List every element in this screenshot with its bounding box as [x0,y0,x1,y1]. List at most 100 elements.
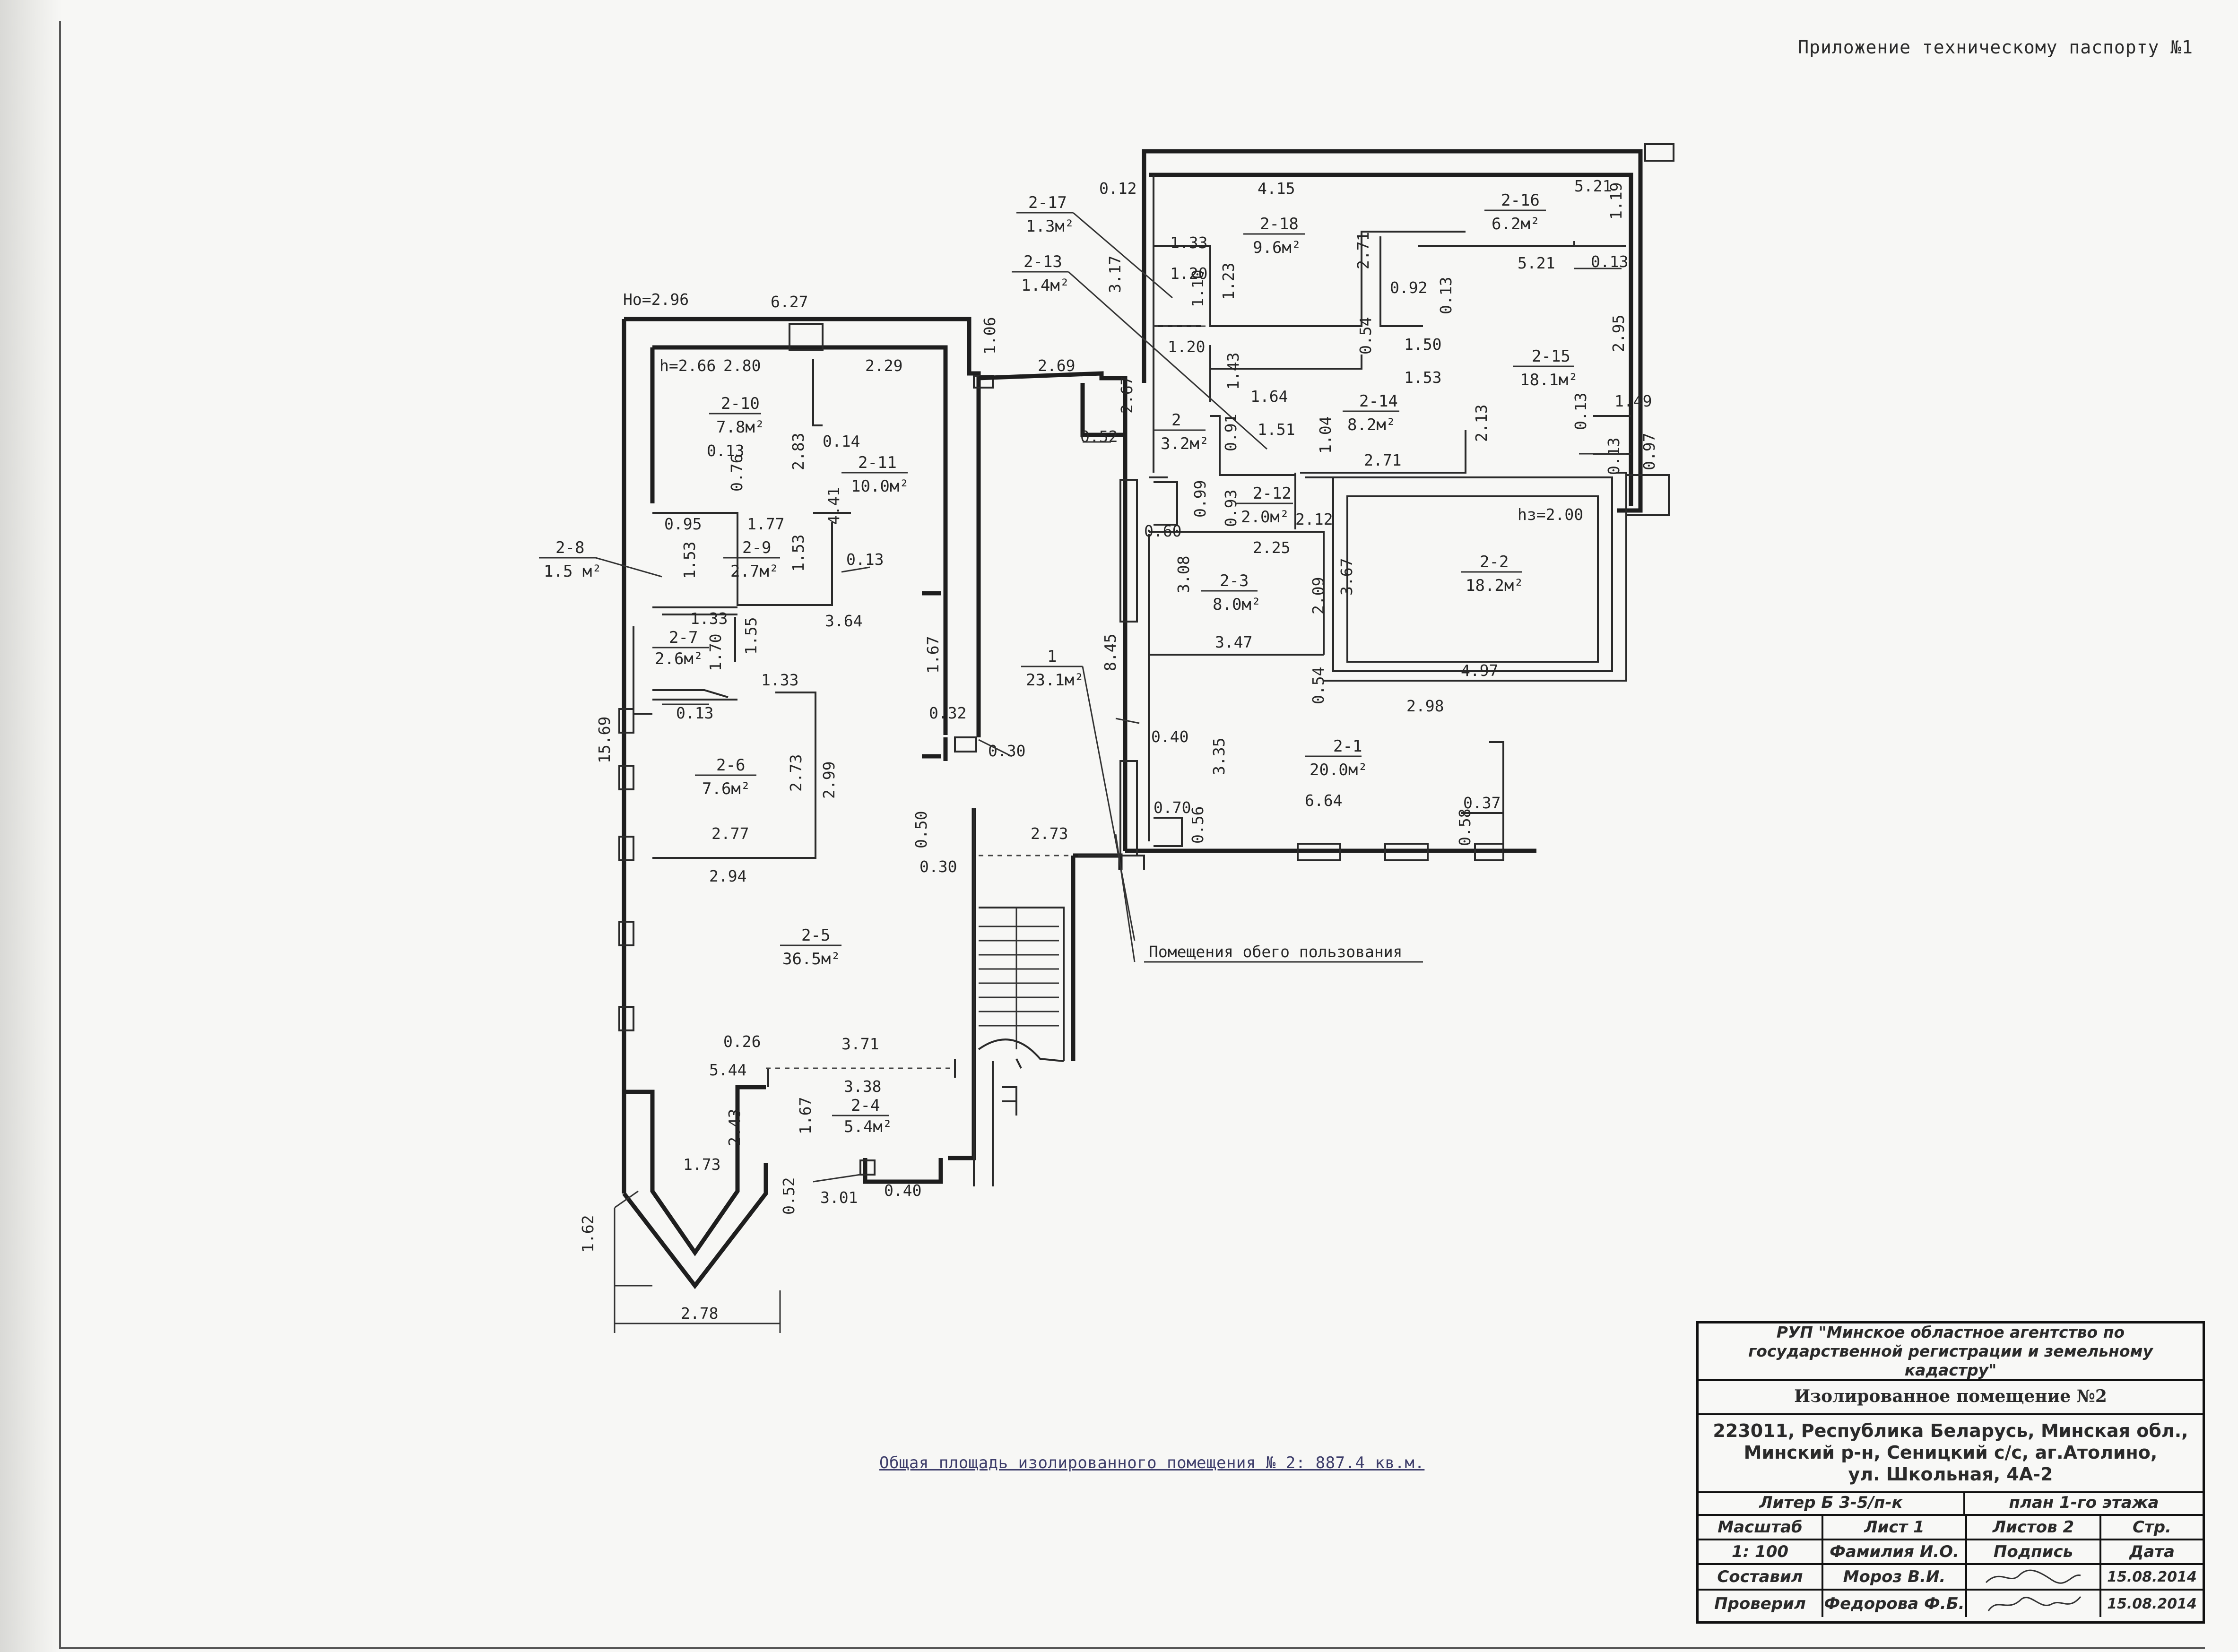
drawing-frame [59,21,2205,1649]
dim: 3.17 [1106,256,1124,293]
dim: 2.29 [865,356,902,375]
dim: 1.33 [761,671,798,689]
height-outer: Ho=2.96 [623,290,689,309]
dim: 0.60 [1144,522,1181,540]
common-use-label: Помещения обего пользования [1149,943,1402,961]
dim: 2.09 [1309,577,1327,614]
tb-address-line1: 223011, Республика Беларусь, Минская обл… [1713,1420,2188,1441]
room-area-1: 23.1м² [1026,671,1084,690]
dim: 2.77 [711,824,749,843]
room-id-2-17: 2-17 [1028,193,1067,212]
tb-page-label: Стр. [2133,1518,2171,1537]
dim: 0.14 [823,432,860,450]
room-id-2-5: 2-5 [801,926,830,945]
tb-row-checked: Проверил Федорова Ф.Б. 15.08.2014 [1699,1591,2203,1617]
dim: 4.15 [1258,179,1295,198]
tb-sheets-label: Листов 2 [1967,1516,2101,1539]
dim: 5.21 [1518,254,1555,272]
tb-compiled-label: Составил [1699,1565,1823,1589]
dim: 1.67 [796,1097,815,1134]
dim: 2.67 [1118,376,1136,414]
dim: 0.13 [676,704,713,722]
room-id-2-12: 2-12 [1253,484,1292,503]
dim: 1.33 [1170,234,1207,252]
total-area-note: Общая площадь изолированного помещения №… [879,1453,1425,1472]
dim: 0.13 [707,441,744,460]
staircase [766,808,1123,1186]
dim: 2.78 [681,1304,718,1323]
dim: 0.76 [728,454,746,492]
room-area-2-12: 2.0м² [1241,508,1289,527]
dim: 3.47 [1215,633,1252,651]
dim: 1.73 [683,1155,720,1174]
dimension-labels: 6.27 2.80 2.29 1.06 2.69 0.52 0.12 4.15 … [579,177,1658,1323]
tb-address-line3: ул. Школьная, 4А-2 [1848,1463,2053,1485]
dim: 0.97 [1640,433,1658,470]
dim: 0.30 [988,742,1025,760]
dim: 1.64 [1250,387,1288,406]
dim: 2.25 [1253,538,1290,557]
room-labels: 2-1 20.0м² 2-2 18.2м² 2-3 8.0м² 2-4 5.4м… [539,191,1578,1136]
dim: 2.71 [1354,232,1372,269]
signature-icon [1985,1569,2081,1584]
room-area-2-10: 7.8м² [716,418,764,437]
room-area-2-3: 8.0м² [1213,595,1261,614]
room-id-2-11: 2-11 [858,453,897,472]
tb-name-label: Фамилия И.О. [1823,1540,1967,1563]
dim: 0.12 [1099,179,1136,198]
tb-checked-signature [1967,1591,2101,1617]
dim: 0.54 [1356,317,1375,355]
dim: 1.23 [1219,263,1238,300]
dim: 3.35 [1210,738,1228,775]
room-id-2-10: 2-10 [721,394,760,413]
dim: 5.21 [1574,177,1612,195]
tb-checked-date: 15.08.2014 [2107,1595,2197,1612]
dim: 2.13 [1472,405,1491,442]
dim: 0.58 [1456,809,1474,846]
tb-row-compiled: Составил Мороз В.И. 15.08.2014 [1699,1565,2203,1591]
dim: 1.67 [924,636,942,674]
room-area-2-15: 18.1м² [1520,371,1578,389]
room-id-2-13: 2-13 [1024,252,1062,271]
dim: 1.19 [1607,182,1625,220]
dim: 0.13 [1605,438,1623,475]
dim: 1.77 [747,515,784,533]
dim: 0.32 [929,704,966,722]
room-area-2-11: 10.0м² [851,477,909,496]
dim: 0.52 [1080,427,1118,446]
dim: 2.73 [787,754,805,792]
dim: 0.37 [1463,794,1501,812]
tb-compiled-date: 15.08.2014 [2107,1568,2197,1585]
tb-organization: РУП "Минское областное агентство по госу… [1699,1323,2203,1381]
dim: 0.91 [1222,414,1240,451]
tb-floor: план 1-го этажа [2009,1493,2159,1512]
dim: 2.98 [1406,697,1444,715]
dim: 3.71 [841,1035,879,1053]
height-labels: Ho=2.96 h=2.66 hз=2.00 [623,290,1583,524]
dim: 0.92 [1390,278,1427,297]
tb-checked-label: Проверил [1699,1591,1823,1617]
room-id-2-18: 2-18 [1260,215,1299,234]
header-note: Приложение техническому паспорту №1 [1798,37,2193,58]
dim: 2.12 [1295,510,1333,528]
room-area-2-9: 2.7м² [730,562,779,581]
dim: 4.41 [824,487,843,525]
dim: 6.27 [771,293,808,311]
dim: 2.99 [820,761,838,799]
tb-liter: Литер Б 3-5/п-к [1699,1491,1965,1514]
room-area-2-5: 36.5м² [782,950,841,969]
tb-date-label: Дата [2129,1542,2175,1561]
tb-scale-label: Масштаб [1699,1516,1823,1539]
tb-address: 223011, Республика Беларусь, Минская обл… [1699,1413,2203,1493]
dim: 0.56 [1188,806,1207,844]
dim: 1.04 [1316,416,1335,454]
signature-icon [1987,1596,2082,1611]
room-area-2-13: 1.4м² [1021,276,1069,295]
room-id-2-9: 2-9 [742,538,771,557]
dim: 0.50 [912,811,930,848]
dim: 1.06 [980,317,999,355]
tb-signature-label: Подпись [1967,1540,2101,1563]
dim: 0.40 [884,1181,921,1200]
